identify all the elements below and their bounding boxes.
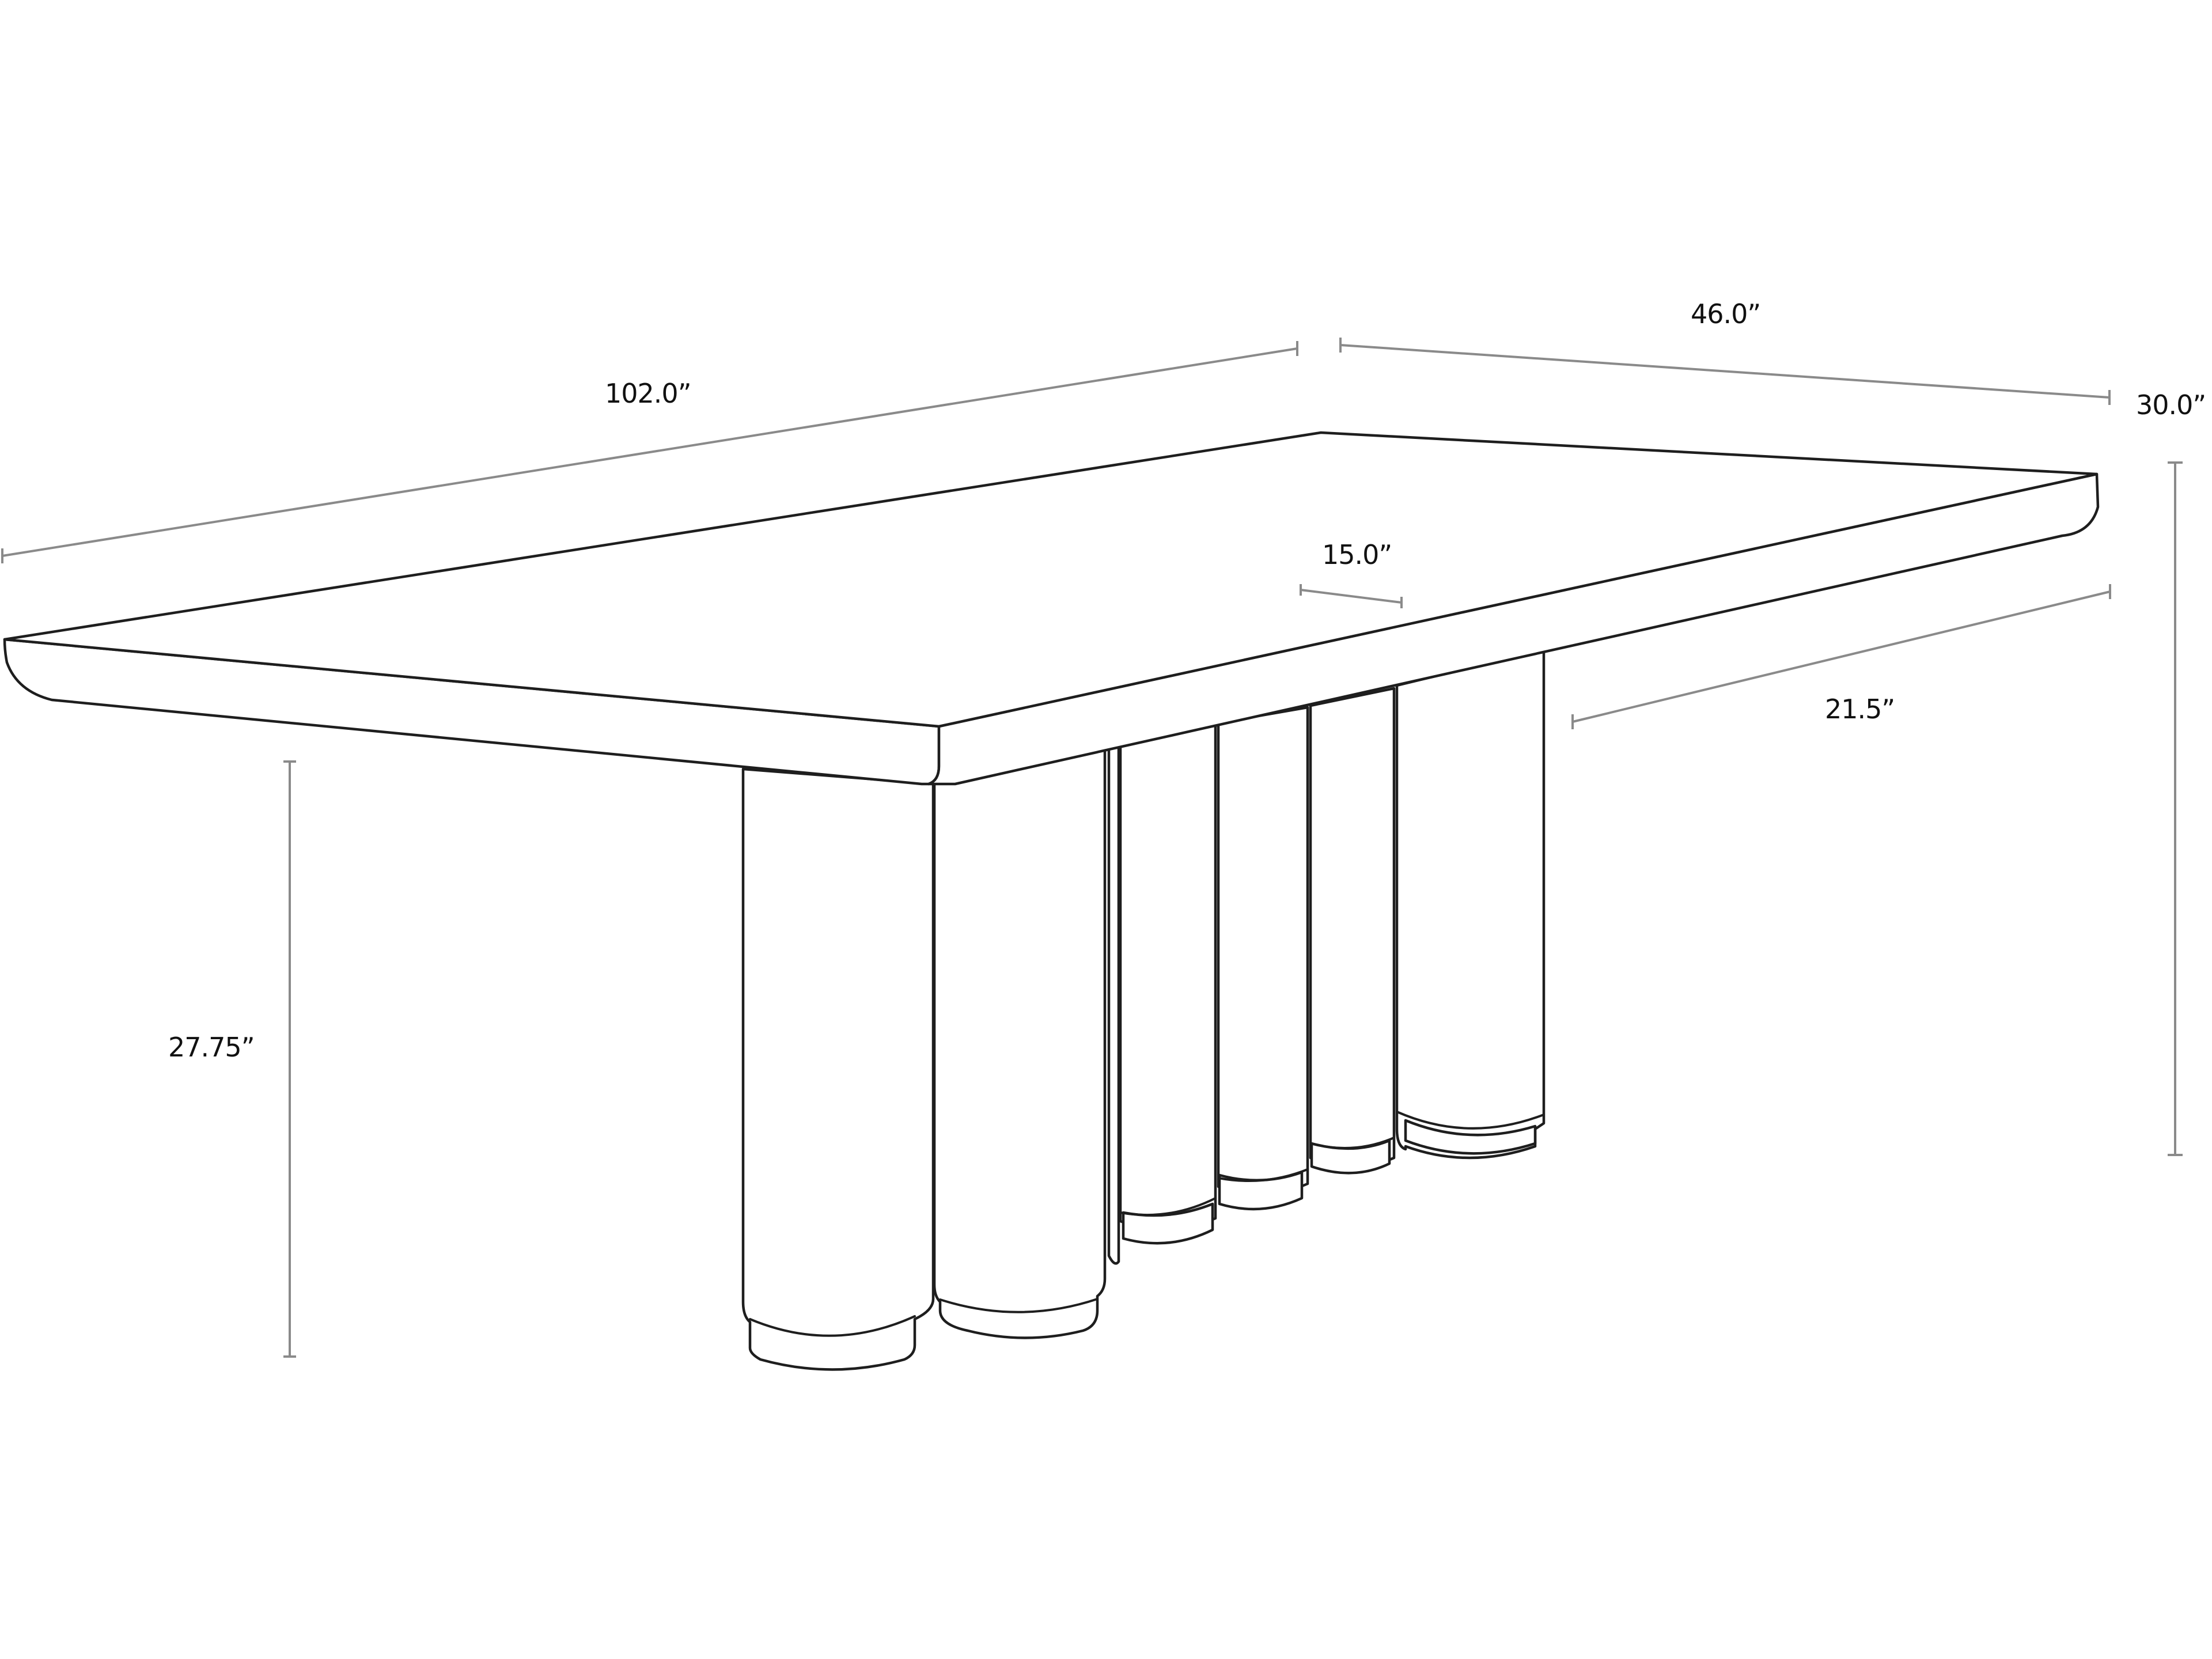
dim-line-length	[1, 341, 1298, 563]
dim-line-width	[1339, 338, 2111, 405]
tabletop-side-edge	[927, 472, 2100, 786]
leg-front-right	[933, 747, 1107, 1339]
leg-5	[1309, 687, 1396, 1175]
pedestal-legs	[741, 648, 1546, 1371]
label-base-depth: 15.0”	[1322, 539, 1392, 570]
label-clearance: 27.75”	[168, 1032, 255, 1063]
dim-line-height	[2168, 461, 2183, 1156]
label-height: 30.0”	[2136, 389, 2206, 421]
label-length: 102.0”	[605, 378, 692, 409]
label-overhang: 21.5”	[1825, 694, 1895, 725]
tabletop	[3, 431, 2100, 786]
dim-line-base-depth	[1300, 584, 1403, 608]
dim-line-overhang	[1571, 584, 2111, 729]
leg-4	[1217, 706, 1309, 1211]
leg-2	[1107, 743, 1120, 1265]
label-width: 46.0”	[1691, 298, 1761, 329]
tabletop-surface	[3, 431, 2099, 728]
dim-line-clearance	[283, 760, 296, 1358]
dimension-lines	[1, 338, 2183, 1358]
leg-front-left	[741, 767, 935, 1371]
leg-6	[1395, 648, 1546, 1160]
leg-3	[1119, 723, 1217, 1245]
